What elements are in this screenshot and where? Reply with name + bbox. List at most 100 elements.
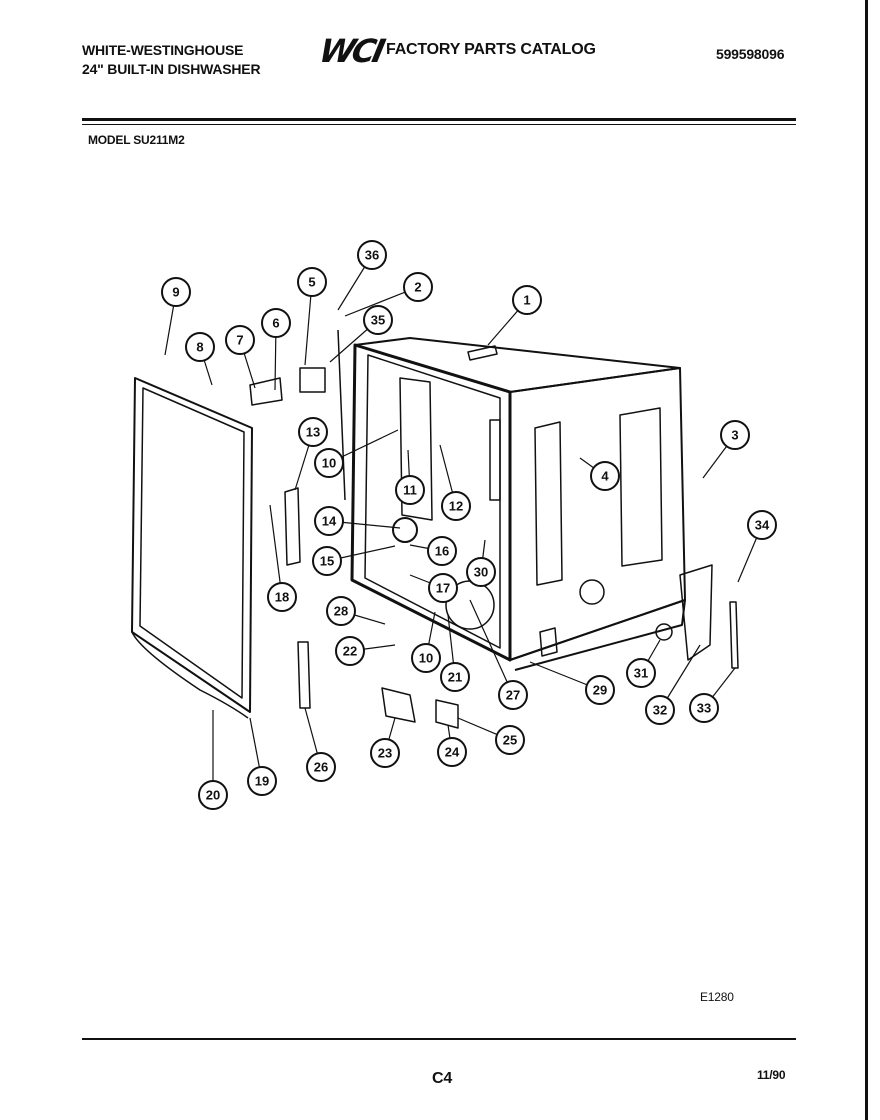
vent-bracket [679,564,713,661]
door-panel [131,377,253,713]
svg-text:29: 29 [593,683,607,698]
callout-14: 14 [314,506,344,536]
callout-27: 27 [498,680,528,710]
svg-text:11: 11 [403,483,417,498]
tub-top [354,337,681,393]
pump-housing [392,517,418,543]
svg-text:32: 32 [653,703,667,718]
callout-18: 18 [267,582,297,612]
callout-34: 34 [747,510,777,540]
callout-16: 16 [427,536,457,566]
page-border [865,0,868,1120]
callout-1: 1 [512,285,542,315]
svg-text:27: 27 [506,688,520,703]
door-spring [297,641,311,709]
svg-text:6: 6 [272,316,279,331]
callout-9: 9 [161,277,191,307]
tub-front-inner [364,354,501,649]
callout-12: 12 [441,491,471,521]
svg-text:4: 4 [601,469,609,484]
footer-rule [82,1038,796,1040]
callout-11: 11 [395,475,425,505]
callout-35: 35 [363,305,393,335]
svg-text:34: 34 [755,518,770,533]
foot-glide [655,623,673,641]
callout-15: 15 [312,546,342,576]
svg-text:7: 7 [236,333,243,348]
callout-30: 30 [466,557,496,587]
callout-10-lower: 10 [411,643,441,673]
svg-text:10: 10 [322,456,336,471]
inner-column [489,419,501,501]
callout-36: 36 [357,240,387,270]
callout-7: 7 [225,325,255,355]
svg-text:2: 2 [414,280,421,295]
model-label: MODEL SU211M2 [88,133,185,147]
header-rule-thin [82,124,796,125]
page-code: C4 [432,1070,453,1087]
door-hinge-left [284,487,301,566]
svg-text:24: 24 [445,745,460,760]
callout-21: 21 [440,662,470,692]
callout-10-upper: 10 [314,448,344,478]
svg-text:3: 3 [731,428,738,443]
callout-23: 23 [370,738,400,768]
svg-text:33: 33 [697,701,711,716]
callout-24: 24 [437,737,467,767]
svg-text:15: 15 [320,554,334,569]
svg-text:16: 16 [435,544,449,559]
door-panel-inner [139,387,245,699]
callout-3: 3 [720,420,750,450]
leveling-leg-right [435,699,459,729]
catalog-title: FACTORY PARTS CATALOG [386,41,596,58]
callout-28: 28 [326,596,356,626]
leveling-leg-left [381,687,416,723]
hinge-bracket [249,377,283,406]
callout-6: 6 [261,308,291,338]
svg-text:30: 30 [474,565,488,580]
svg-text:35: 35 [371,313,385,328]
side-rail-right [619,407,663,567]
svg-text:12: 12 [449,499,463,514]
svg-text:10: 10 [419,651,433,666]
inner-wall [399,377,433,521]
svg-text:21: 21 [448,670,462,685]
brand-title: WHITE-WESTINGHOUSE [82,42,244,58]
callout-20: 20 [198,780,228,810]
svg-text:13: 13 [306,425,320,440]
callout-2: 2 [403,272,433,302]
callout-8: 8 [185,332,215,362]
callout-33: 33 [689,693,719,723]
callout-13: 13 [298,417,328,447]
door-gasket [131,631,249,719]
svg-text:31: 31 [634,666,648,681]
callout-29: 29 [585,675,615,705]
svg-text:23: 23 [378,746,392,761]
product-title: 24" BUILT-IN DISHWASHER [82,61,261,77]
top-bracket [467,345,498,361]
motor-mount [539,627,558,657]
svg-text:28: 28 [334,604,348,619]
callout-4: 4 [590,461,620,491]
svg-text:5: 5 [308,275,315,290]
callout-5: 5 [297,267,327,297]
svg-text:18: 18 [275,590,289,605]
svg-text:17: 17 [436,581,450,596]
part-number: 599598096 [716,46,785,62]
latch-strike [299,367,326,393]
svg-text:19: 19 [255,774,269,789]
catalog-date: 11/90 [757,1068,786,1082]
svg-text:14: 14 [322,514,337,529]
header-rule [82,118,796,121]
callout-22: 22 [335,636,365,666]
svg-text:25: 25 [503,733,517,748]
callout-19: 19 [247,766,277,796]
svg-text:9: 9 [172,285,179,300]
side-rail-left [534,421,563,586]
svg-text:26: 26 [314,760,328,775]
svg-text:20: 20 [206,788,220,803]
callout-17: 17 [428,573,458,603]
svg-text:36: 36 [365,248,379,263]
svg-text:22: 22 [343,644,357,659]
